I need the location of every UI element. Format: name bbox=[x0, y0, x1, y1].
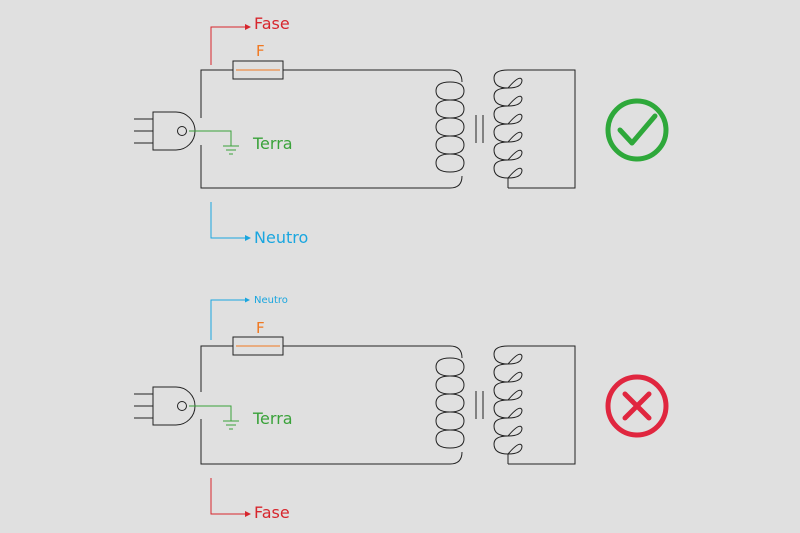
bottom-wire-arrow bbox=[210, 202, 251, 241]
transformer-icon bbox=[435, 345, 523, 464]
x-circle-icon bbox=[605, 374, 669, 438]
top-wire-arrow bbox=[210, 297, 250, 340]
top-wire-label: Neutro bbox=[254, 295, 288, 306]
circuit-wires bbox=[200, 69, 576, 189]
fuse-label: F bbox=[256, 319, 265, 337]
circuit-wires bbox=[200, 345, 576, 465]
plug-icon bbox=[134, 111, 196, 151]
diagram-wrong: Neutro F Terra bbox=[134, 295, 669, 522]
bottom-wire-label: Fase bbox=[254, 503, 290, 522]
ground-symbol-icon bbox=[189, 405, 239, 430]
fuse-label: F bbox=[256, 42, 265, 60]
fuse bbox=[232, 336, 284, 356]
top-wire-arrow bbox=[210, 24, 251, 65]
plug-icon bbox=[134, 386, 196, 426]
transformer-icon bbox=[435, 69, 523, 188]
check-circle-icon bbox=[605, 98, 669, 162]
bottom-wire-label: Neutro bbox=[254, 228, 308, 247]
ground-label: Terra bbox=[252, 134, 293, 153]
ground-label: Terra bbox=[252, 409, 293, 428]
top-wire-label: Fase bbox=[254, 14, 290, 33]
ground-symbol-icon bbox=[189, 130, 239, 155]
diagram-correct: Fase F Terra bbox=[134, 14, 669, 247]
fuse bbox=[232, 60, 284, 80]
bottom-wire-arrow bbox=[210, 478, 251, 517]
